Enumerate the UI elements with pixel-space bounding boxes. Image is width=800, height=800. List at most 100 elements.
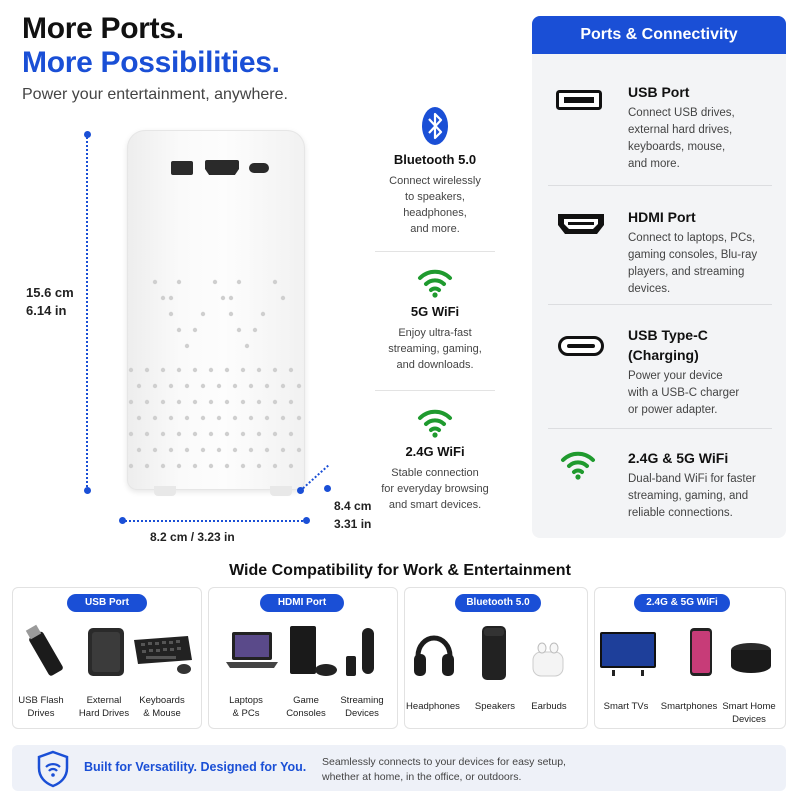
vent-hole xyxy=(228,295,234,301)
vent-hole xyxy=(152,415,158,421)
vent-hole xyxy=(244,343,250,349)
vent-hole xyxy=(256,431,262,437)
vent-hole xyxy=(248,415,254,421)
vent-hole xyxy=(240,463,246,469)
port-row-wifi: 2.4G & 5G WiFi Dual-band WiFi for faster… xyxy=(628,448,783,522)
vent-hole xyxy=(256,367,262,373)
vent-hole xyxy=(136,447,142,453)
vent-hole xyxy=(136,415,142,421)
height-cm: 15.6 cm xyxy=(26,285,74,300)
vent-hole xyxy=(152,383,158,389)
width-dimension-label: 8.2 cm / 3.23 in xyxy=(150,530,235,544)
compat-pill: 2.4G & 5G WiFi xyxy=(634,594,730,612)
port-title: USB Port xyxy=(628,84,690,100)
banner-title: Built for Versatility. Designed for You. xyxy=(84,760,307,774)
vent-hole xyxy=(128,463,134,469)
vent-hole xyxy=(208,367,214,373)
headphones-icon xyxy=(414,635,454,676)
port-title: HDMI Port xyxy=(628,209,696,225)
vent-hole xyxy=(168,415,174,421)
compat-label: Keyboards& Mouse xyxy=(139,695,185,719)
streaming-stick-icon xyxy=(346,628,374,676)
divider xyxy=(548,304,772,305)
headline-line1: More Ports. xyxy=(22,12,184,45)
divider xyxy=(375,251,495,252)
vent-hole xyxy=(160,431,166,437)
earbuds-icon xyxy=(532,642,564,677)
usb-flash-drive-icon xyxy=(25,624,63,676)
vent-hole xyxy=(224,431,230,437)
vent-hole xyxy=(224,367,230,373)
port-desc: Connect USB drives,external hard drives,… xyxy=(628,107,735,170)
vent-hole xyxy=(212,279,218,285)
vent-hole xyxy=(144,399,150,405)
vent-hole xyxy=(272,399,278,405)
vent-hole xyxy=(176,279,182,285)
game-console-icon xyxy=(290,626,337,676)
vent-hole xyxy=(232,383,238,389)
vent-hole xyxy=(240,367,246,373)
vent-hole xyxy=(208,463,214,469)
compat-label: Earbuds xyxy=(531,701,567,712)
vent-hole xyxy=(184,383,190,389)
device-foot-left xyxy=(154,486,176,496)
compat-pill: USB Port xyxy=(67,594,147,612)
vent-hole xyxy=(200,311,206,317)
vent-hole xyxy=(260,311,266,317)
vent-hole xyxy=(192,463,198,469)
vent-hole xyxy=(160,367,166,373)
vent-hole xyxy=(256,463,262,469)
vent-hole xyxy=(232,447,238,453)
vent-hole xyxy=(160,399,166,405)
vent-hole xyxy=(144,431,150,437)
speaker-icon xyxy=(482,626,506,680)
compat-pill: Bluetooth 5.0 xyxy=(455,594,541,612)
vent-hole xyxy=(184,447,190,453)
vent-hole xyxy=(240,431,246,437)
device-hdmi-port xyxy=(205,160,239,175)
port-row-usb: USB Port Connect USB drives,external har… xyxy=(628,82,778,173)
dimension-dot xyxy=(303,517,310,524)
usb-port-icon xyxy=(556,90,602,110)
vent-hole xyxy=(176,463,182,469)
port-desc: Connect to laptops, PCs,gaming consoles,… xyxy=(628,232,758,295)
vent-hole xyxy=(272,279,278,285)
vent-hole xyxy=(128,367,134,373)
vent-hole xyxy=(200,383,206,389)
tagline: Power your entertainment, anywhere. xyxy=(22,86,288,103)
device-body xyxy=(127,130,305,490)
vent-hole xyxy=(160,463,166,469)
device-usb-c-port xyxy=(249,163,269,173)
headline-line2: More Possibilities. xyxy=(22,46,280,79)
device-vent-holes xyxy=(128,279,302,469)
vent-hole xyxy=(128,431,134,437)
vent-hole xyxy=(168,383,174,389)
divider xyxy=(548,428,772,429)
vent-hole xyxy=(176,327,182,333)
vent-hole xyxy=(208,431,214,437)
device-usb-port xyxy=(171,161,193,175)
feature-bluetooth: Bluetooth 5.0 Connect wirelessly to spea… xyxy=(370,106,500,237)
vent-hole xyxy=(152,279,158,285)
compat-label: Smartphones xyxy=(660,701,718,712)
dimension-dot xyxy=(84,487,91,494)
vent-hole xyxy=(184,343,190,349)
vent-hole xyxy=(176,399,182,405)
shield-wifi-icon xyxy=(37,750,69,788)
vent-hole xyxy=(216,415,222,421)
vent-hole xyxy=(296,447,302,453)
vent-hole xyxy=(200,447,206,453)
vent-hole xyxy=(240,399,246,405)
vent-hole xyxy=(280,383,286,389)
compatibility-title: Wide Compatibility for Work & Entertainm… xyxy=(229,562,571,579)
vent-hole xyxy=(128,399,134,405)
vent-hole xyxy=(144,463,150,469)
vent-hole xyxy=(248,383,254,389)
depth-dimension-label: 8.4 cm 3.31 in xyxy=(334,497,371,533)
vent-hole xyxy=(296,415,302,421)
vent-hole xyxy=(224,399,230,405)
smartphone-icon xyxy=(690,628,712,676)
vent-hole xyxy=(192,367,198,373)
usb-c-port-icon xyxy=(558,336,604,356)
